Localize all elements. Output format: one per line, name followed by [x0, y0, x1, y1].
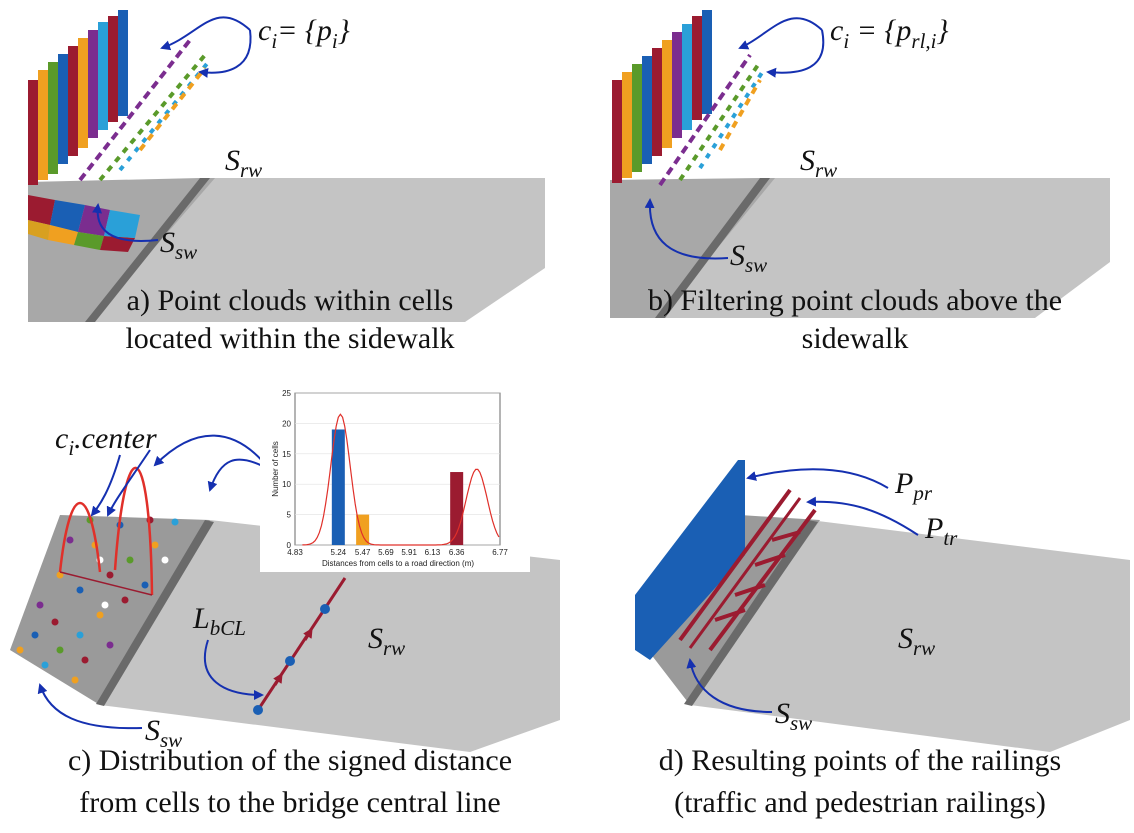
srw-label-a: Srw [225, 144, 262, 182]
ssw-label-b: Ssw [730, 239, 767, 277]
caption-a-line1: a) Point clouds within cells [127, 284, 454, 317]
curb-edge [96, 520, 214, 706]
distribution-curve-1 [58, 502, 102, 573]
ptr-arrow [806, 496, 919, 536]
ssw-label-a: Ssw [160, 226, 197, 264]
caption-d-line2: (traffic and pedestrian railings) [674, 786, 1046, 819]
histogram-background [260, 380, 530, 572]
curb-edge [655, 178, 770, 318]
bridge-central-line [256, 577, 347, 711]
traffic-railing [678, 488, 817, 652]
lbcl-label: LbCL [192, 602, 246, 640]
histogram-xtick-label: 5.47 [355, 548, 371, 557]
ci-label-a: ci= {pi} [258, 14, 350, 53]
distribution-baseline [59, 571, 153, 596]
histogram-ylabel: Number of cells [271, 441, 280, 497]
histogram-xtick-label: 4.83 [287, 548, 303, 557]
panel-d: Ppr Ptr Srw Ssw d) Resulting points of t… [635, 460, 1130, 819]
histogram-xtick-label: 6.13 [425, 548, 441, 557]
central-line-point [253, 705, 263, 715]
ssw-arrow-d [686, 658, 773, 713]
ci-arrow-a-2 [198, 29, 252, 78]
caption-b-line1: b) Filtering point clouds above the [648, 284, 1062, 317]
ppr-arrow [746, 468, 889, 489]
srw-label-d: Srw [898, 622, 935, 660]
histogram-bar [450, 472, 464, 545]
railing-cells [28, 10, 212, 185]
ppr-label: Ppr [894, 467, 933, 505]
panel-b: ci = {prl,i} Srw Ssw b) Filtering point … [610, 10, 1110, 355]
ssw-arrow-c [37, 683, 143, 730]
caption-b-line2: sidewalk [802, 322, 909, 355]
railing-cells [612, 10, 767, 187]
histogram-ytick-label: 5 [287, 511, 292, 520]
curb-edge [684, 520, 818, 706]
ptr-label: Ptr [924, 512, 958, 550]
srw-label-b: Srw [800, 144, 837, 182]
ci-arrow-b-2 [766, 29, 825, 78]
inset-histogram: 0 5 10 15 20 25 4.83 5.24 5.47 5.69 5.91 6.13 6.36 6… [260, 380, 530, 572]
central-line-arrow-1 [273, 672, 283, 686]
histogram-ytick-label: 25 [282, 389, 291, 398]
histogram-arrow-1 [153, 434, 271, 471]
lbcl-arrow [203, 639, 264, 700]
histogram-xtick-label: 6.36 [449, 548, 465, 557]
ssw-arrow-b [644, 198, 729, 260]
center-arrow-2 [106, 449, 151, 517]
ci-label-b: ci = {prl,i} [830, 14, 949, 53]
ci-arrow-b-1 [738, 17, 823, 50]
histogram-ytick-label: 20 [282, 419, 291, 428]
panel-a: ci= {pi} Srw Ssw a) Point clouds within … [28, 10, 545, 355]
caption-c-line1: c) Distribution of the signed distance [68, 744, 512, 777]
histogram-density-curve [302, 413, 500, 546]
roadway-surface [690, 520, 1130, 752]
histogram-ytick-label: 10 [282, 480, 291, 489]
histogram-ytick-label: 0 [287, 541, 292, 550]
caption-c-line2: from cells to the bridge central line [79, 786, 501, 819]
caption-a-line2: located within the sidewalk [125, 322, 454, 355]
histogram-bar [331, 429, 345, 545]
histogram-xtick-label: 5.24 [331, 548, 347, 557]
histogram-xlabel: Distances from cells to a road direction… [322, 559, 474, 568]
ssw-arrow-a [92, 203, 159, 242]
ssw-label-d: Ssw [775, 697, 812, 735]
pedestrian-railing [635, 460, 745, 660]
curb-edge [85, 178, 210, 322]
histogram-bar [356, 514, 370, 545]
ci-arrow-a-1 [160, 16, 251, 51]
caption-d-line1: d) Resulting points of the railings [659, 744, 1061, 777]
histogram-xtick-label: 5.91 [401, 548, 417, 557]
histogram-xtick-label: 5.69 [378, 548, 394, 557]
histogram-ytick-label: 15 [282, 450, 291, 459]
central-line-point [285, 656, 295, 666]
roadway-surface [100, 520, 560, 752]
central-line-arrow-2 [303, 627, 313, 641]
center-arrow-1 [90, 454, 121, 517]
ci-center-label: ci.center [55, 422, 157, 460]
central-line-point [320, 604, 330, 614]
histogram-xtick-label: 6.77 [492, 548, 508, 557]
panel-c: ci.center LbCL Srw Ssw 0 5 10 15 20 25 4.83 5.… [10, 380, 560, 819]
srw-label-c: Srw [368, 622, 405, 660]
ssw-label-c: Ssw [145, 714, 182, 752]
